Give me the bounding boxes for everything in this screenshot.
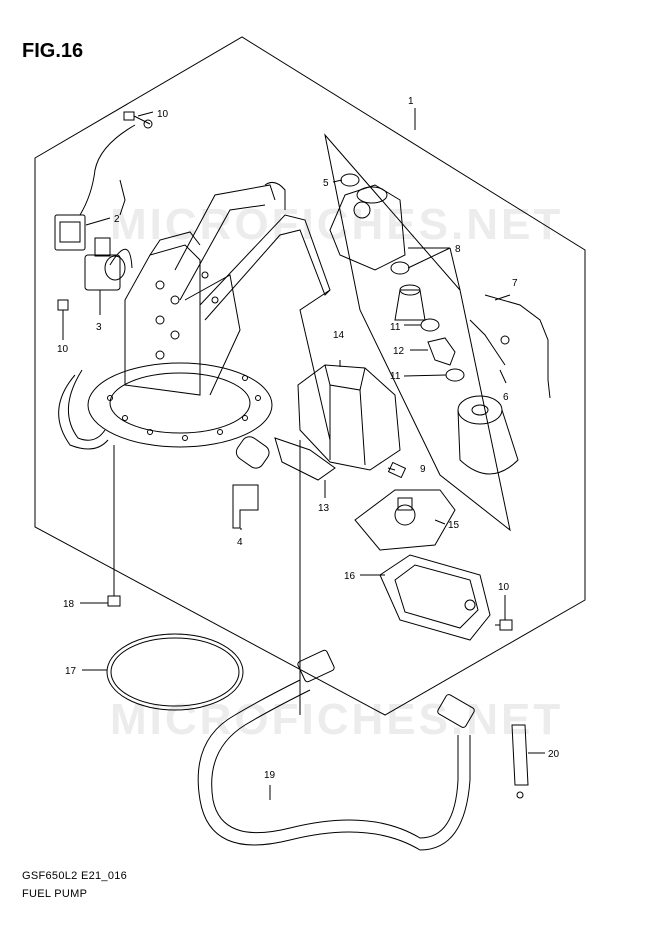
seal-part-9 <box>387 461 407 479</box>
o-ring-part-11-b <box>445 368 465 382</box>
screw-10-top <box>123 111 153 129</box>
subassembly-outline <box>324 133 511 532</box>
clip-part-4 <box>232 484 259 529</box>
callout-7: 7 <box>512 278 518 289</box>
fitting <box>394 284 426 321</box>
fuel-level-sender <box>84 237 133 291</box>
callout-17: 17 <box>65 666 77 677</box>
clip-part-12 <box>427 337 456 366</box>
callout-9: 9 <box>420 464 426 475</box>
bolt-part-18 <box>107 578 121 607</box>
gasket-part-17 <box>106 633 244 711</box>
clamp-part-20 <box>511 724 529 799</box>
flange-bolt-holes <box>107 375 261 441</box>
connector <box>54 214 86 251</box>
return-hose <box>58 374 109 450</box>
callout-19: 19 <box>264 770 276 781</box>
callout-4: 4 <box>237 537 243 548</box>
callout-10-left: 10 <box>57 344 69 355</box>
callout-11-b: 11 <box>390 371 401 382</box>
wire-harness <box>54 124 136 251</box>
callout-20: 20 <box>548 749 560 760</box>
callout-11-a: 11 <box>390 322 401 333</box>
callout-14: 14 <box>333 330 345 341</box>
callout-2: 2 <box>114 214 120 225</box>
callout-18: 18 <box>63 599 75 610</box>
callout-5: 5 <box>323 178 329 189</box>
o-ring-part-11-a <box>420 318 440 332</box>
leader-lines <box>62 108 545 800</box>
connector-part-13 <box>274 437 336 481</box>
watermark-bottom: MICROFICHES.NET <box>110 695 564 744</box>
hose-connector-left <box>297 649 335 683</box>
assembly-outline <box>34 36 586 716</box>
callout-10-right: 10 <box>498 582 510 593</box>
diagram-name: FUEL PUMP <box>22 888 88 900</box>
o-ring-part-5 <box>340 173 360 187</box>
diagram-code: GSF650L2 E21_016 <box>22 870 128 882</box>
bracket-part-16 <box>379 554 491 641</box>
tube-part-4 <box>235 436 270 469</box>
figure-title: FIG.16 <box>22 40 84 62</box>
callout-10-top: 10 <box>157 109 169 120</box>
inner-bracket <box>299 289 331 441</box>
screw-10-right <box>495 619 513 631</box>
callout-8: 8 <box>455 244 461 255</box>
regulator-part-8 <box>329 184 406 271</box>
hose-connector-right <box>437 694 475 728</box>
callout-12: 12 <box>393 346 405 357</box>
screw-10-left <box>57 299 69 330</box>
callout-13: 13 <box>318 503 330 514</box>
fuel-hose-part-19 <box>197 649 475 851</box>
flange-inner <box>109 372 251 434</box>
callout-15: 15 <box>448 520 460 531</box>
pump-flange <box>87 362 273 448</box>
fuel-pump-part-6 <box>457 395 519 475</box>
callout-3: 3 <box>96 322 102 333</box>
o-ring-upper <box>390 261 410 275</box>
pump-bracket <box>124 181 331 396</box>
cover-part-15 <box>354 489 456 551</box>
callout-16: 16 <box>344 571 356 582</box>
callout-1: 1 <box>408 96 414 107</box>
callout-6: 6 <box>503 392 509 403</box>
watermark-top: MICROFICHES.NET <box>110 200 564 249</box>
filter-housing-part-14 <box>297 364 401 471</box>
wire-lead-part-7 <box>469 294 551 399</box>
